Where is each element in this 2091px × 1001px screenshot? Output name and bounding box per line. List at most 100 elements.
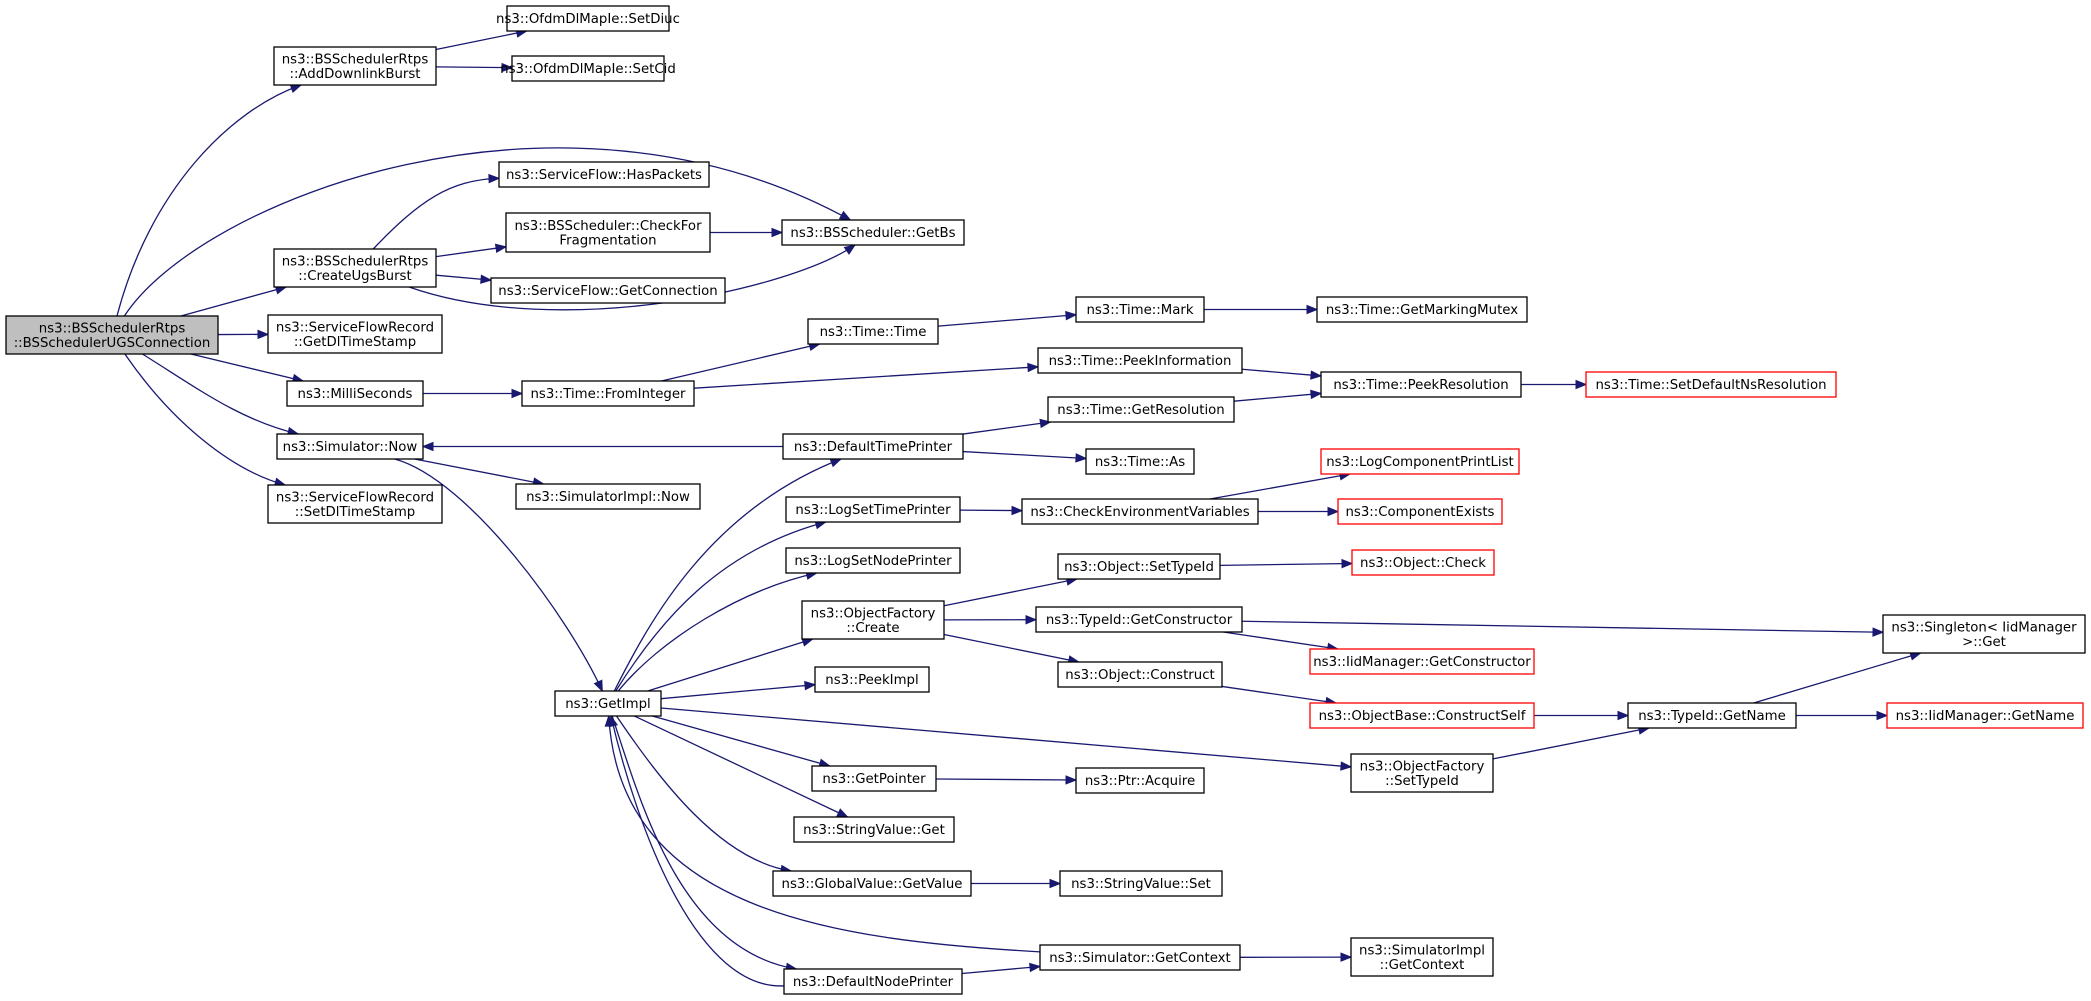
node-defaultTimePrinter[interactable]: ns3::DefaultTimePrinter [782, 433, 964, 460]
node-checkEnvVars[interactable]: ns3::CheckEnvironmentVariables [1021, 498, 1259, 525]
edge-addDownlinkBurst-to-setCid [435, 66, 513, 69]
node-addDownlinkBurst[interactable]: ns3::BSSchedulerRtps::AddDownlinkBurst [273, 46, 437, 86]
node-setCid[interactable]: ns3::OfdmDlMapIe::SetCid [500, 55, 676, 82]
node-box-getResolution [1047, 396, 1235, 423]
edge-getImpl-to-defaultNodePrinter [611, 715, 797, 970]
node-setDiuc[interactable]: ns3::OfdmDlMapIe::SetDiuc [496, 5, 680, 32]
edge-simulatorNow-to-simImplNow [414, 458, 544, 485]
node-getResolution[interactable]: ns3::Time::GetResolution [1047, 396, 1235, 423]
node-hasPackets[interactable]: ns3::ServiceFlow::HasPackets [498, 161, 710, 188]
edge-root-to-simulatorNow [142, 353, 299, 435]
node-label-peekImpl-line-0: ns3::PeekImpl [825, 673, 918, 688]
node-root[interactable]: ns3::BSSchedulerRtps::BSSchedulerUGSConn… [5, 315, 219, 355]
node-constructSelf[interactable]: ns3::ObjectBase::ConstructSelf [1309, 702, 1535, 729]
node-box-getPointer [811, 765, 937, 792]
node-box-peekResolution [1320, 371, 1522, 398]
node-typeIdGetName[interactable]: ns3::TypeId::GetName [1627, 702, 1797, 729]
node-box-stringValueSet [1059, 870, 1223, 897]
node-label-globalValueGetValue-line-0: ns3::GlobalValue::GetValue [782, 877, 963, 892]
node-box-logSetNodePrinter [785, 547, 961, 574]
edge-fromInteger-to-peekInformation [693, 366, 1039, 389]
arrowhead-createUgsBurst-to-getConnection [480, 274, 493, 284]
node-logComponentPrintList[interactable]: ns3::LogComponentPrintList [1320, 448, 1520, 475]
node-timeAs[interactable]: ns3::Time::As [1085, 448, 1195, 475]
node-box-objectConstruct [1057, 661, 1223, 688]
node-simImplNow[interactable]: ns3::SimulatorImpl::Now [515, 483, 701, 510]
node-label-iidGetName-line-0: ns3::IidManager::GetName [1896, 709, 2075, 724]
node-defaultNodePrinter[interactable]: ns3::DefaultNodePrinter [783, 968, 963, 995]
node-box-constructSelf [1309, 702, 1535, 729]
node-box-getDlTimeStamp [267, 314, 443, 354]
node-simulatorNow[interactable]: ns3::Simulator::Now [276, 433, 424, 460]
arrowhead-getPointer-to-ptrAcquire [1065, 775, 1078, 785]
node-box-timeAs [1085, 448, 1195, 475]
node-label-stringValueSet-line-0: ns3::StringValue::Set [1071, 877, 1211, 892]
arrowhead-getImpl-to-defaultTimePrinter [829, 458, 843, 468]
arrowhead-getImpl-to-stringValueGet [836, 808, 849, 818]
node-peekImpl[interactable]: ns3::PeekImpl [814, 666, 930, 693]
node-ptrAcquire[interactable]: ns3::Ptr::Acquire [1075, 767, 1205, 794]
node-objectSetTypeId[interactable]: ns3::Object::SetTypeId [1057, 553, 1221, 580]
node-createUgsBurst[interactable]: ns3::BSSchedulerRtps::CreateUgsBurst [273, 248, 437, 288]
node-label-objectCheck-line-0: ns3::Object::Check [1360, 556, 1486, 571]
edge-checkEnvVars-to-logComponentPrintList [1209, 473, 1351, 500]
node-label-getDlTimeStamp-line-0: ns3::ServiceFlowRecord [276, 320, 434, 335]
node-milliSeconds[interactable]: ns3::MilliSeconds [286, 380, 424, 407]
edge-defaultNodePrinter-to-getImpl [610, 715, 785, 987]
node-iidGetConstructor[interactable]: ns3::IidManager::GetConstructor [1309, 648, 1535, 675]
edge-objectConstruct-to-constructSelf [1221, 685, 1337, 704]
node-logSetTimePrinter[interactable]: ns3::LogSetTimePrinter [785, 496, 961, 523]
node-getBs[interactable]: ns3::BSScheduler::GetBs [781, 219, 965, 246]
node-getPointer[interactable]: ns3::GetPointer [811, 765, 937, 792]
node-label-addDownlinkBurst-line-0: ns3::BSSchedulerRtps [282, 52, 429, 67]
arrowhead-defaultNodePrinter-to-simGetContext [1029, 962, 1042, 973]
node-box-defaultTimePrinter [782, 433, 964, 460]
node-getMarkingMutex[interactable]: ns3::Time::GetMarkingMutex [1316, 296, 1528, 323]
node-getConnection[interactable]: ns3::ServiceFlow::GetConnection [490, 277, 726, 304]
arrowhead-objectFactoryCreate-to-typeIdGetConstructor [1025, 614, 1038, 625]
edge-createUgsBurst-to-checkForFrag [435, 246, 507, 258]
node-setDefaultNsRes[interactable]: ns3::Time::SetDefaultNsResolution [1585, 371, 1837, 398]
node-label-setDefaultNsRes-line-0: ns3::Time::SetDefaultNsResolution [1595, 378, 1826, 393]
node-objectFactorySetTypeId[interactable]: ns3::ObjectFactory::SetTypeId [1350, 753, 1494, 793]
node-globalValueGetValue[interactable]: ns3::GlobalValue::GetValue [772, 870, 972, 897]
node-label-typeIdGetName-line-0: ns3::TypeId::GetName [1638, 709, 1786, 724]
node-label-typeIdGetConstructor-line-0: ns3::TypeId::GetConstructor [1046, 613, 1233, 628]
node-label-checkEnvVars-line-0: ns3::CheckEnvironmentVariables [1030, 505, 1249, 520]
node-peekResolution[interactable]: ns3::Time::PeekResolution [1320, 371, 1522, 398]
edge-objectSetTypeId-to-objectCheck [1219, 562, 1353, 567]
node-typeIdGetConstructor[interactable]: ns3::TypeId::GetConstructor [1035, 606, 1243, 633]
node-objectCheck[interactable]: ns3::Object::Check [1351, 549, 1495, 576]
node-stringValueGet[interactable]: ns3::StringValue::Get [793, 816, 955, 843]
node-objectFactoryCreate[interactable]: ns3::ObjectFactory::Create [801, 600, 945, 640]
edge-fromInteger-to-timeTime [661, 343, 820, 382]
node-singletonGet[interactable]: ns3::Singleton< IidManager >::Get [1882, 614, 2086, 654]
node-box-globalValueGetValue [772, 870, 972, 897]
node-simGetContext[interactable]: ns3::Simulator::GetContext [1039, 944, 1241, 971]
edge-getImpl-to-logSetTimePrinter [615, 521, 826, 692]
edge-objectFactoryCreate-to-objectSetTypeId [943, 578, 1077, 607]
node-timeMark[interactable]: ns3::Time::Mark [1075, 296, 1205, 323]
node-stringValueSet[interactable]: ns3::StringValue::Set [1059, 870, 1223, 897]
node-iidGetName[interactable]: ns3::IidManager::GetName [1886, 702, 2084, 729]
node-componentExists[interactable]: ns3::ComponentExists [1337, 498, 1503, 525]
node-fromInteger[interactable]: ns3::Time::FromInteger [521, 380, 695, 407]
node-box-defaultNodePrinter [783, 968, 963, 995]
node-timeTime[interactable]: ns3::Time::Time [807, 318, 939, 345]
node-setDlTimeStamp[interactable]: ns3::ServiceFlowRecord::SetDlTimeStamp [267, 484, 443, 524]
node-box-iidGetConstructor [1309, 648, 1535, 675]
edge-getResolution-to-peekResolution [1233, 392, 1322, 402]
node-getImpl[interactable]: ns3::GetImpl [554, 690, 662, 717]
node-simImplGetContext[interactable]: ns3::SimulatorImpl::GetContext [1350, 937, 1494, 977]
node-box-simulatorNow [276, 433, 424, 460]
node-logSetNodePrinter[interactable]: ns3::LogSetNodePrinter [785, 547, 961, 574]
node-peekInformation[interactable]: ns3::Time::PeekInformation [1037, 347, 1243, 374]
arrowhead-getImpl-to-objectFactorySetTypeId [1340, 761, 1353, 771]
node-getDlTimeStamp[interactable]: ns3::ServiceFlowRecord::GetDlTimeStamp [267, 314, 443, 354]
node-label-setDiuc-line-0: ns3::OfdmDlMapIe::SetDiuc [496, 12, 680, 27]
node-box-getBs [781, 219, 965, 246]
arrowhead-defaultTimePrinter-to-simulatorNow [421, 441, 434, 452]
node-box-root [5, 315, 219, 355]
node-objectConstruct[interactable]: ns3::Object::Construct [1057, 661, 1223, 688]
